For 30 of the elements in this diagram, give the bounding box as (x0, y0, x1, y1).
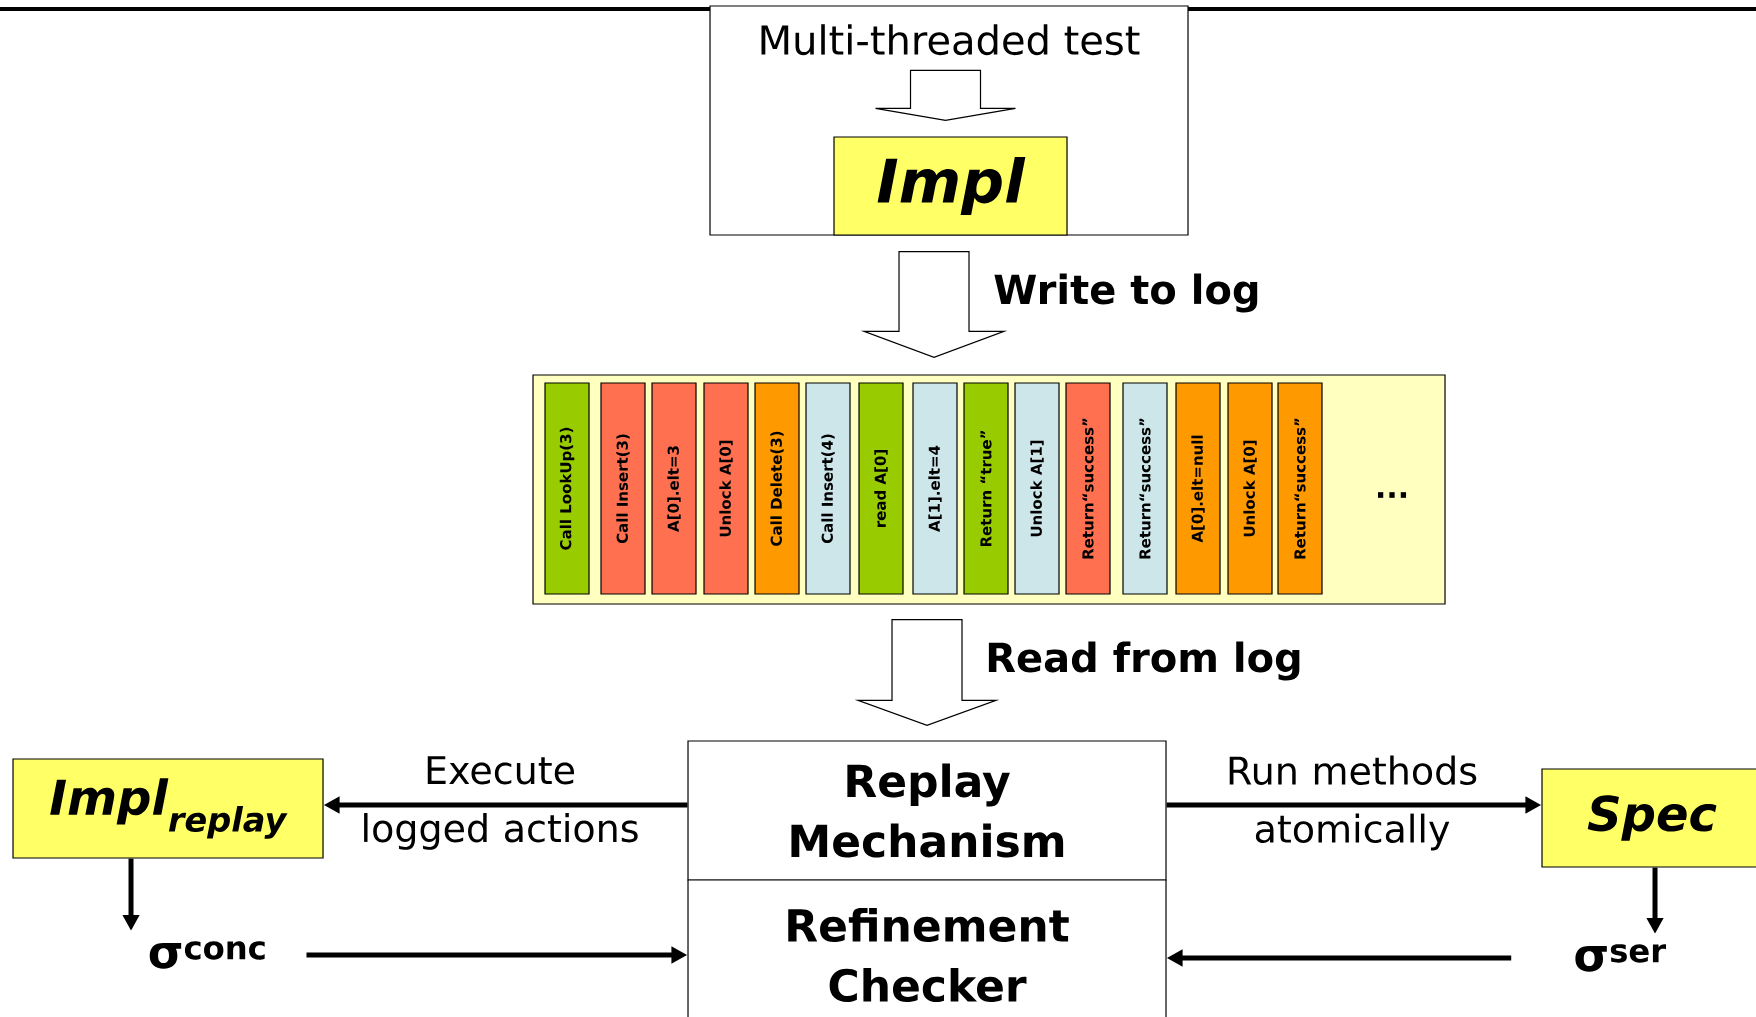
log-entry: read A[0] (858, 382, 904, 595)
impl-box: Impl (833, 136, 1068, 236)
log-entry: Unlock A[1] (1014, 382, 1060, 595)
state-label: σ$^{conc}$ (149, 941, 265, 969)
log-entry: Unlock A[0] (703, 382, 749, 595)
log-entry: Return “true” (963, 382, 1009, 595)
log-entry: Unlock A[0] (1227, 382, 1273, 595)
log-entry: Call Delete(3) (754, 382, 800, 595)
model-box: Spec (1541, 768, 1756, 868)
log-entry: Return“success” (1065, 382, 1111, 595)
edge-label: Execute logged actions (364, 756, 638, 850)
process-box: Replay Mechanism (687, 740, 1167, 881)
arrow (874, 69, 1017, 121)
log-entry: Return“success” (1277, 382, 1323, 595)
model-box: Impl$_{replay}$ (12, 758, 324, 859)
log-entry: Call Insert(4) (805, 382, 851, 595)
edge-label: Read from log (982, 638, 1306, 684)
arrow (854, 619, 1000, 727)
log-entry: Call Insert(3) (600, 382, 646, 595)
log-entry: Call LookUp(3) (544, 382, 590, 595)
state-label: σ$^{ser}$ (1575, 944, 1666, 972)
log-entry: A[1].elt=4 (912, 382, 958, 595)
ellipsis: ... (1377, 492, 1407, 498)
log-entry: Return“success” (1122, 382, 1168, 595)
arrow (860, 251, 1008, 359)
edge-label: Run methods atomically (1229, 755, 1477, 851)
process-box: Refinement Checker (687, 879, 1167, 1017)
log-entry: A[0].elt=null (1175, 382, 1221, 595)
edge-label: Write to log (990, 270, 1264, 316)
log-entry: A[0].elt=3 (651, 382, 697, 595)
